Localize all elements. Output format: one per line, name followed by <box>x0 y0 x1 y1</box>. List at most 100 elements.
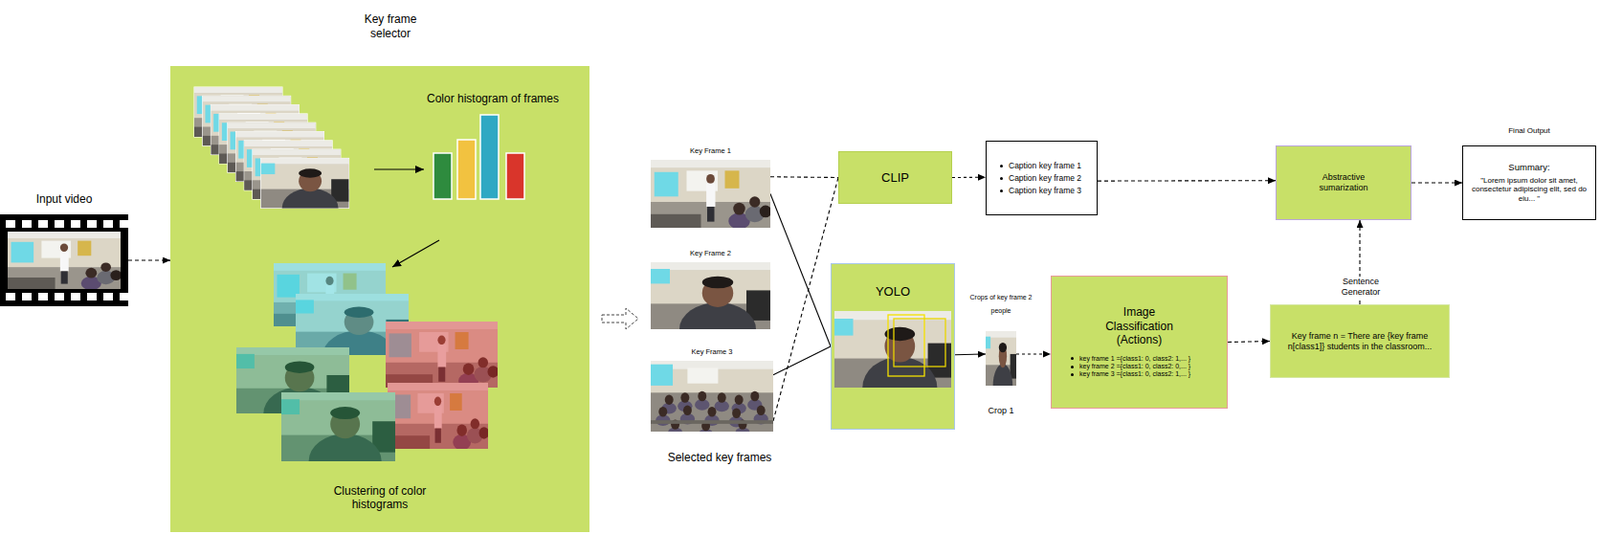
box-heading: Key Frame 1 <box>689 146 732 156</box>
text-group: Caption key frame 1Caption key frame 2Ca… <box>1000 159 1091 198</box>
photo-part <box>61 270 68 284</box>
photo-part <box>687 367 718 383</box>
box-text: Summary: <box>1508 161 1550 173</box>
photo-part <box>227 122 316 129</box>
photo-part <box>708 406 717 417</box>
photo-part <box>999 342 1007 353</box>
photo-part <box>650 360 774 432</box>
photo-part <box>706 183 715 207</box>
text-group: Abstractive sumarization <box>1282 172 1405 194</box>
photo-part <box>884 327 915 341</box>
histogram-bar <box>433 153 452 200</box>
photo-part <box>60 244 68 252</box>
list-item: Caption key frame 2 <box>1000 172 1082 185</box>
photo-part <box>650 420 774 424</box>
photo-part <box>85 267 97 279</box>
photo-part <box>707 206 715 223</box>
output-box: Summary:"Lorem ipsum dolor sit amet, con… <box>1462 145 1597 221</box>
film-hole <box>54 220 65 228</box>
film-hole <box>22 220 32 228</box>
photo-part <box>387 382 489 449</box>
list-item: key frame 1 ={class1: 0, class2: 1,... } <box>1070 355 1191 363</box>
photo <box>985 331 1017 386</box>
photo-part <box>77 241 91 257</box>
illustration <box>0 214 129 307</box>
film-hole <box>5 292 16 301</box>
illustration <box>170 66 590 533</box>
video-strip: Input video <box>0 214 129 307</box>
photo-part <box>702 276 734 289</box>
box-heading: Key Frame 3 <box>691 347 734 356</box>
photo-part <box>194 87 283 93</box>
film-hole <box>70 292 81 301</box>
illustration <box>650 159 772 229</box>
photo-part <box>658 406 667 417</box>
photo-part <box>236 132 325 138</box>
connector <box>1227 341 1270 343</box>
photo-part <box>734 395 744 405</box>
photo <box>281 392 396 462</box>
photo <box>7 231 121 289</box>
list-item: Caption key frame 1 <box>1000 159 1082 173</box>
box-text: CLIP <box>881 170 910 186</box>
photo <box>650 360 774 432</box>
box-text: Abstractive sumarization <box>1308 172 1380 194</box>
film-hole <box>38 292 48 301</box>
text-group: CLIP <box>844 170 946 186</box>
free-label: Selected key frames <box>633 450 806 465</box>
connector <box>128 259 171 261</box>
box-heading: Crops of key frame 2 people <box>962 290 1040 318</box>
photo <box>834 311 952 388</box>
photo <box>387 382 489 449</box>
photo-part <box>261 163 276 175</box>
illustration <box>0 214 130 307</box>
connector <box>952 177 986 178</box>
photo-part <box>650 214 702 228</box>
photo-part <box>11 242 35 264</box>
photo <box>385 321 498 388</box>
model-box: YOLO <box>830 263 956 430</box>
photo-part <box>650 268 670 284</box>
key-frame: Key Frame 1 <box>650 159 771 228</box>
box-heading: Sentence Generator <box>1327 276 1395 298</box>
classifier-box: Image Classification (Actions)key frame … <box>1050 275 1228 409</box>
text-group: Key frame n = There are {key frame n[cla… <box>1276 331 1444 353</box>
photo-part <box>110 269 121 281</box>
illustration <box>650 262 771 356</box>
photo-part <box>210 105 299 112</box>
model-box: CLIP <box>838 151 953 204</box>
film-hole <box>70 220 81 228</box>
photo-part <box>759 205 771 219</box>
list-item: key frame 3 ={class1: 0, class2: 1,... } <box>1070 370 1191 378</box>
connector <box>773 346 831 376</box>
illustration <box>650 159 771 228</box>
histogram-bar <box>480 114 499 200</box>
text-group: YOLO <box>837 284 949 300</box>
photo-part <box>650 159 771 228</box>
box-heading: Key Frame 2 <box>689 248 732 258</box>
photo-part <box>732 408 741 419</box>
text-group: Image Classification (Actions)key frame … <box>1057 305 1222 378</box>
photo-part <box>60 251 69 271</box>
photo-part <box>281 392 396 462</box>
hollow-arrow <box>601 308 639 330</box>
list-item: key frame 2 ={class1: 0, class2: 0,... } <box>1070 362 1191 371</box>
photo-part <box>244 140 333 147</box>
process-box: Key frame n = There are {key frame n[cla… <box>1269 304 1450 378</box>
film-hole <box>87 220 97 228</box>
film-hole <box>22 292 32 301</box>
photo-part <box>750 391 759 401</box>
photo-part <box>298 168 322 178</box>
film-hole <box>5 220 16 228</box>
key-frame: Key Frame 2 <box>650 262 771 330</box>
photo-part <box>219 113 308 120</box>
photo-part <box>7 277 56 289</box>
photo-part <box>725 170 740 188</box>
photo-part <box>697 391 707 401</box>
photo-part <box>717 392 727 402</box>
illustration <box>650 262 771 330</box>
photo-part <box>650 364 673 386</box>
bounding-box <box>893 318 946 367</box>
panel-text: Color histogram of frames <box>397 91 589 106</box>
